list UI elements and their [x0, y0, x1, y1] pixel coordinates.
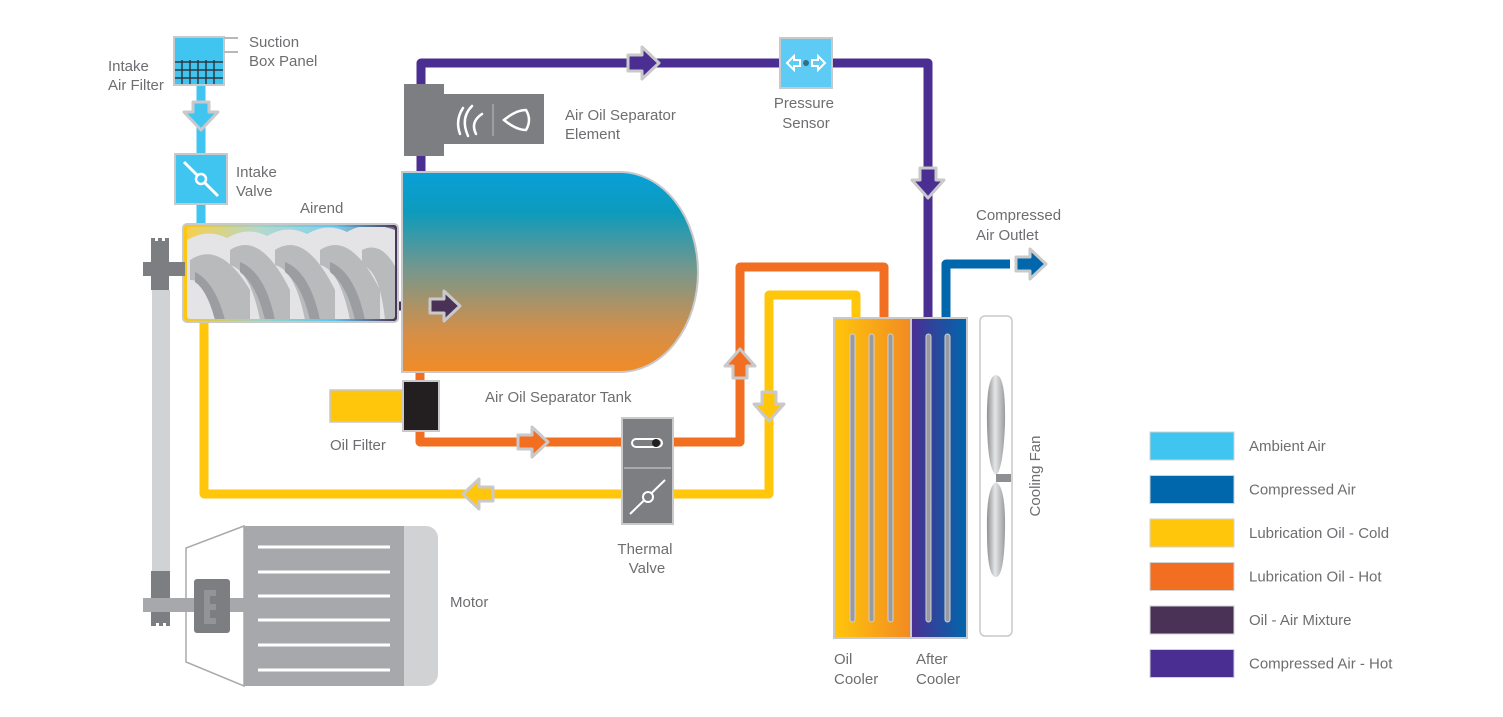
- legend-label: Lubrication Oil - Hot: [1249, 569, 1382, 586]
- oil-air-mixture-arrow: [428, 289, 462, 323]
- cold-oil-arrow-left: [461, 477, 495, 511]
- legend-label: Compressed Air: [1249, 482, 1356, 499]
- legend-item: Oil - Air Mixture: [1149, 605, 1352, 635]
- suction-box-panel-label: Suction Box Panel: [249, 34, 317, 70]
- motor-label: Motor: [450, 594, 488, 611]
- legend-swatch: [1149, 562, 1235, 591]
- legend-item: Compressed Air - Hot: [1149, 649, 1393, 678]
- legend-label: Ambient Air: [1249, 438, 1326, 455]
- after-cooler-label: After Cooler: [916, 651, 960, 688]
- after-cooler[interactable]: [910, 317, 968, 639]
- compressed-air-outlet-label: Compressed Air Outlet: [976, 207, 1065, 244]
- oil-filter[interactable]: [329, 380, 440, 432]
- oil-cooler-label: Oil Cooler: [834, 651, 878, 688]
- legend-swatch: [1149, 649, 1235, 678]
- hot-oil-arrow-up: [723, 347, 757, 380]
- compressed-air-hot-arrow-right: [626, 45, 661, 81]
- drive-belt: [143, 238, 185, 626]
- legend-item: Lubrication Oil - Hot: [1149, 562, 1382, 591]
- oil-cooler[interactable]: [833, 317, 912, 639]
- air-oil-separator-tank[interactable]: [401, 171, 700, 373]
- airend-label: Airend: [300, 200, 343, 217]
- legend-label: Compressed Air - Hot: [1249, 656, 1393, 673]
- intake-valve-label: Intake Valve: [236, 164, 281, 200]
- separator-element-label: Air Oil Separator Element: [565, 107, 680, 143]
- intake-air-filter-label: Intake Air Filter: [108, 58, 164, 94]
- ambient-air-flow-arrow: [182, 100, 220, 132]
- pressure-sensor[interactable]: [779, 37, 833, 89]
- legend-item: Lubrication Oil - Cold: [1149, 518, 1389, 548]
- compressed-air-hot-arrow-down: [910, 166, 946, 200]
- compressed-air-outlet-pipe: [941, 259, 1010, 320]
- hot-oil-arrow-right: [516, 425, 550, 459]
- legend-item: Compressed Air: [1149, 475, 1356, 504]
- pressure-sensor-label: Pressure Sensor: [774, 95, 838, 132]
- intake-valve[interactable]: [174, 153, 228, 205]
- legend-label: Lubrication Oil - Cold: [1249, 525, 1389, 542]
- air-oil-separator-element[interactable]: [404, 84, 544, 156]
- oil-filter-label: Oil Filter: [330, 437, 386, 454]
- legend-label: Oil - Air Mixture: [1249, 612, 1352, 629]
- airend[interactable]: [182, 223, 399, 323]
- legend-swatch: [1149, 605, 1235, 635]
- compressed-air-outlet-arrow: [1014, 247, 1048, 281]
- cooling-fan-label: Cooling Fan: [1027, 436, 1044, 517]
- legend-swatch: [1149, 431, 1235, 461]
- intake-air-filter[interactable]: [175, 60, 223, 84]
- cold-oil-arrow-down: [752, 390, 786, 423]
- legend-swatch: [1149, 475, 1235, 504]
- thermal-valve[interactable]: [621, 417, 674, 525]
- motor[interactable]: [143, 524, 438, 688]
- separator-tank-label: Air Oil Separator Tank: [485, 389, 632, 406]
- cooling-fan[interactable]: [979, 315, 1013, 637]
- legend-swatch: [1149, 518, 1235, 548]
- legend-item: Ambient Air: [1149, 431, 1326, 461]
- thermal-valve-label: Thermal Valve: [617, 541, 676, 577]
